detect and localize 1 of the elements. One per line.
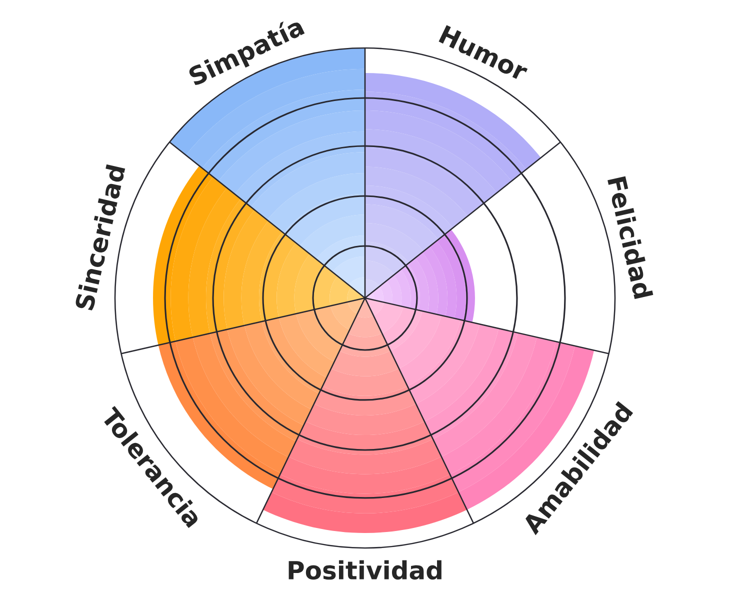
sector-label: Positividad	[288, 560, 442, 580]
